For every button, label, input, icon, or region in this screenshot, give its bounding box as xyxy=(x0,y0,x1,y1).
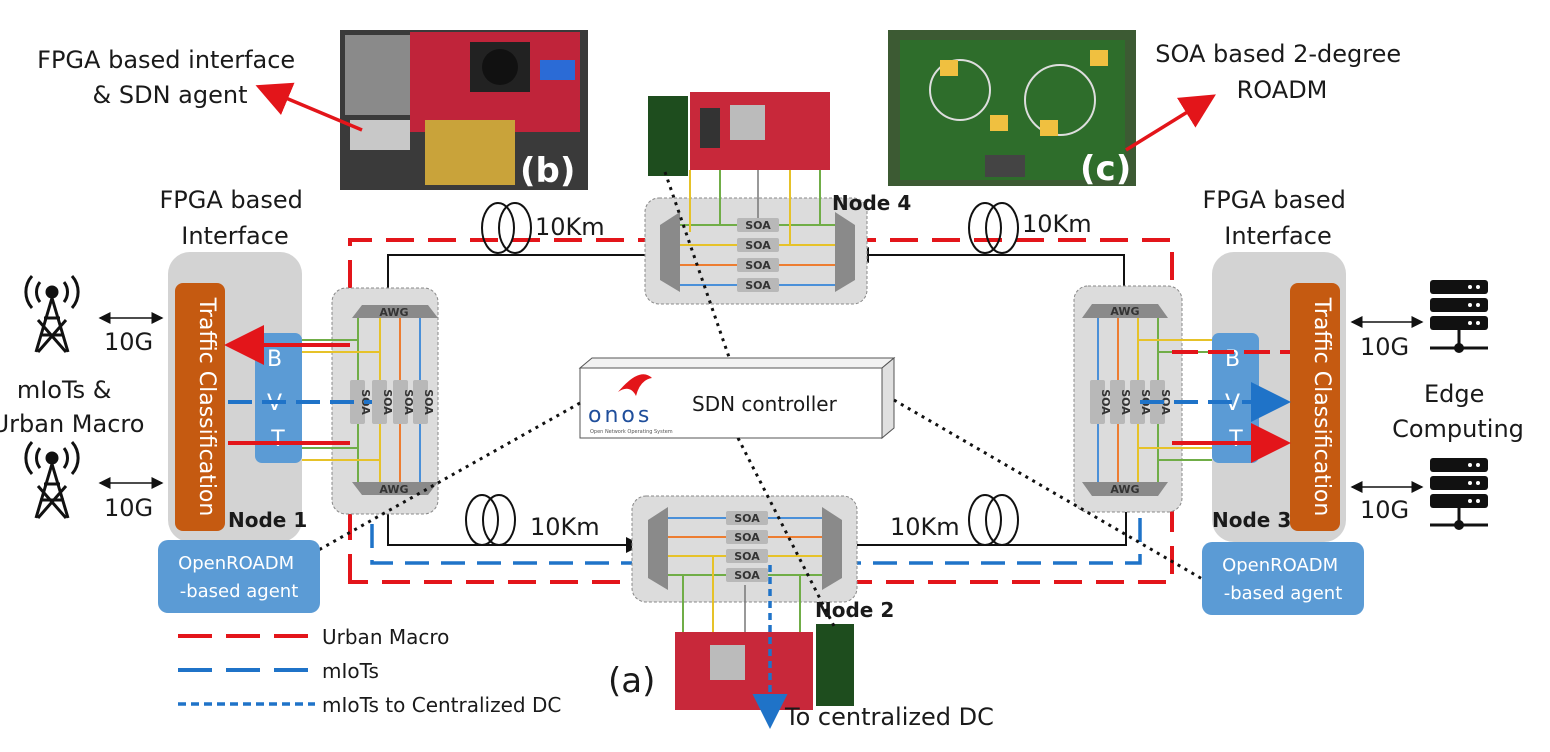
right-users-label: Edge Computing xyxy=(1392,380,1524,443)
fpga-board-photo: (b) xyxy=(340,30,588,191)
fiber-label-bottom-left: 10Km xyxy=(530,513,600,541)
svg-text:AWG: AWG xyxy=(1110,483,1139,496)
node1-label: Node 1 xyxy=(228,508,307,532)
photo-b-label: (b) xyxy=(520,151,575,191)
node4-label: Node 4 xyxy=(832,191,911,215)
svg-text:SOA: SOA xyxy=(745,239,771,252)
node3-traffic-classification-label: Traffic Classification xyxy=(1309,297,1334,517)
legend: Urban Macro mIoTs mIoTs to Centralized D… xyxy=(178,625,561,717)
fpga-left-label: FPGA based Interface xyxy=(159,186,310,250)
node2-roadm: SOA SOA SOA SOA xyxy=(631,495,858,632)
svg-text:AWG: AWG xyxy=(1110,305,1139,318)
node2-label: Node 2 xyxy=(815,598,894,622)
node1-bvt xyxy=(255,333,302,463)
node3-traffic-classification xyxy=(1290,283,1340,531)
sdn-controller-label: SDN controller xyxy=(692,392,838,416)
svg-text:SOA: SOA xyxy=(734,550,760,563)
svg-text:AWG: AWG xyxy=(379,483,408,496)
node1-agent-label: OpenROADM -based agent xyxy=(178,553,300,602)
fiber-spool-top-right xyxy=(968,202,1019,254)
svg-text:SOA: SOA xyxy=(402,389,415,415)
figure-a-label: (a) xyxy=(608,661,655,701)
rate-left-top: 10G xyxy=(104,328,153,356)
fpga-sdn-arrow xyxy=(255,82,363,132)
svg-text:SOA: SOA xyxy=(422,389,435,415)
svg-text:SOA: SOA xyxy=(745,279,771,292)
svg-text:SOA: SOA xyxy=(381,389,394,415)
fpga-right-label: FPGA based Interface xyxy=(1202,186,1353,250)
node2-fpga-photo xyxy=(675,624,854,710)
fiber-label-top-left: 10Km xyxy=(535,213,605,241)
server-icon xyxy=(1430,280,1488,353)
roadm-board-photo: (c) xyxy=(888,30,1136,189)
node1-traffic-classification-label: Traffic Classification xyxy=(194,297,219,517)
soa-roadm-label: SOA based 2-degree ROADM xyxy=(1155,40,1409,104)
svg-text:SOA: SOA xyxy=(734,531,760,544)
svg-text:SOA: SOA xyxy=(734,512,760,525)
fiber-spool-bottom-left xyxy=(465,494,516,546)
fiber-spool-top-left xyxy=(481,202,532,254)
node1-bvt-links xyxy=(302,339,380,461)
node3-openroadm-agent xyxy=(1202,542,1364,615)
svg-text:SOA: SOA xyxy=(1159,389,1172,415)
photo-c-label: (c) xyxy=(1080,149,1131,189)
fiber-label-bottom-right: 10Km xyxy=(890,513,960,541)
svg-text:SOA: SOA xyxy=(745,219,771,232)
svg-text:SOA: SOA xyxy=(745,259,771,272)
node3-label: Node 3 xyxy=(1212,508,1291,532)
onos-logo-subtitle: Open Network Operating System xyxy=(590,429,673,435)
svg-text:SOA: SOA xyxy=(734,569,760,582)
rate-left-bottom: 10G xyxy=(104,494,153,522)
to-dc-label: To centralized DC xyxy=(784,703,994,731)
soa-roadm-arrow xyxy=(1125,94,1216,152)
node3-agent-label: OpenROADM -based agent xyxy=(1222,555,1344,604)
fiber-spool-bottom-right xyxy=(968,494,1019,546)
legend-label-miots-to-dc: mIoTs to Centralized DC xyxy=(322,693,561,717)
sdn-controller: onos Open Network Operating System SDN c… xyxy=(578,356,896,440)
legend-label-urban-macro: Urban Macro xyxy=(322,625,449,649)
node1-openroadm-agent xyxy=(158,540,320,613)
control-links xyxy=(307,171,1205,629)
node1-roadm: AWG AWG SOA SOA SOA SOA xyxy=(331,287,439,515)
legend-label-miots: mIoTs xyxy=(322,659,379,683)
onos-bird-icon xyxy=(618,374,652,396)
fpga-sdn-label: FPGA based interface & SDN agent xyxy=(37,46,303,109)
rate-right-bottom: 10G xyxy=(1360,496,1409,524)
node1-traffic-classification xyxy=(175,283,225,531)
left-users-label: mIoTs & Urban Macro xyxy=(0,376,144,438)
fiber-label-top-right: 10Km xyxy=(1022,210,1092,238)
node4-roadm: SOA SOA SOA SOA xyxy=(644,170,868,305)
svg-text:SOA: SOA xyxy=(1119,389,1132,415)
node3-bvt xyxy=(1212,333,1259,463)
cell-tower-icon xyxy=(12,275,94,358)
svg-text:SOA: SOA xyxy=(1099,389,1112,415)
node4-fpga-photo xyxy=(648,92,830,176)
svg-text:AWG: AWG xyxy=(379,306,408,319)
rate-right-top: 10G xyxy=(1360,333,1409,361)
cell-tower-icon xyxy=(12,441,94,522)
onos-logo-text: onos xyxy=(588,403,652,428)
node3-roadm: AWG AWG SOA SOA SOA SOA xyxy=(1073,285,1183,513)
server-icon xyxy=(1430,458,1488,530)
